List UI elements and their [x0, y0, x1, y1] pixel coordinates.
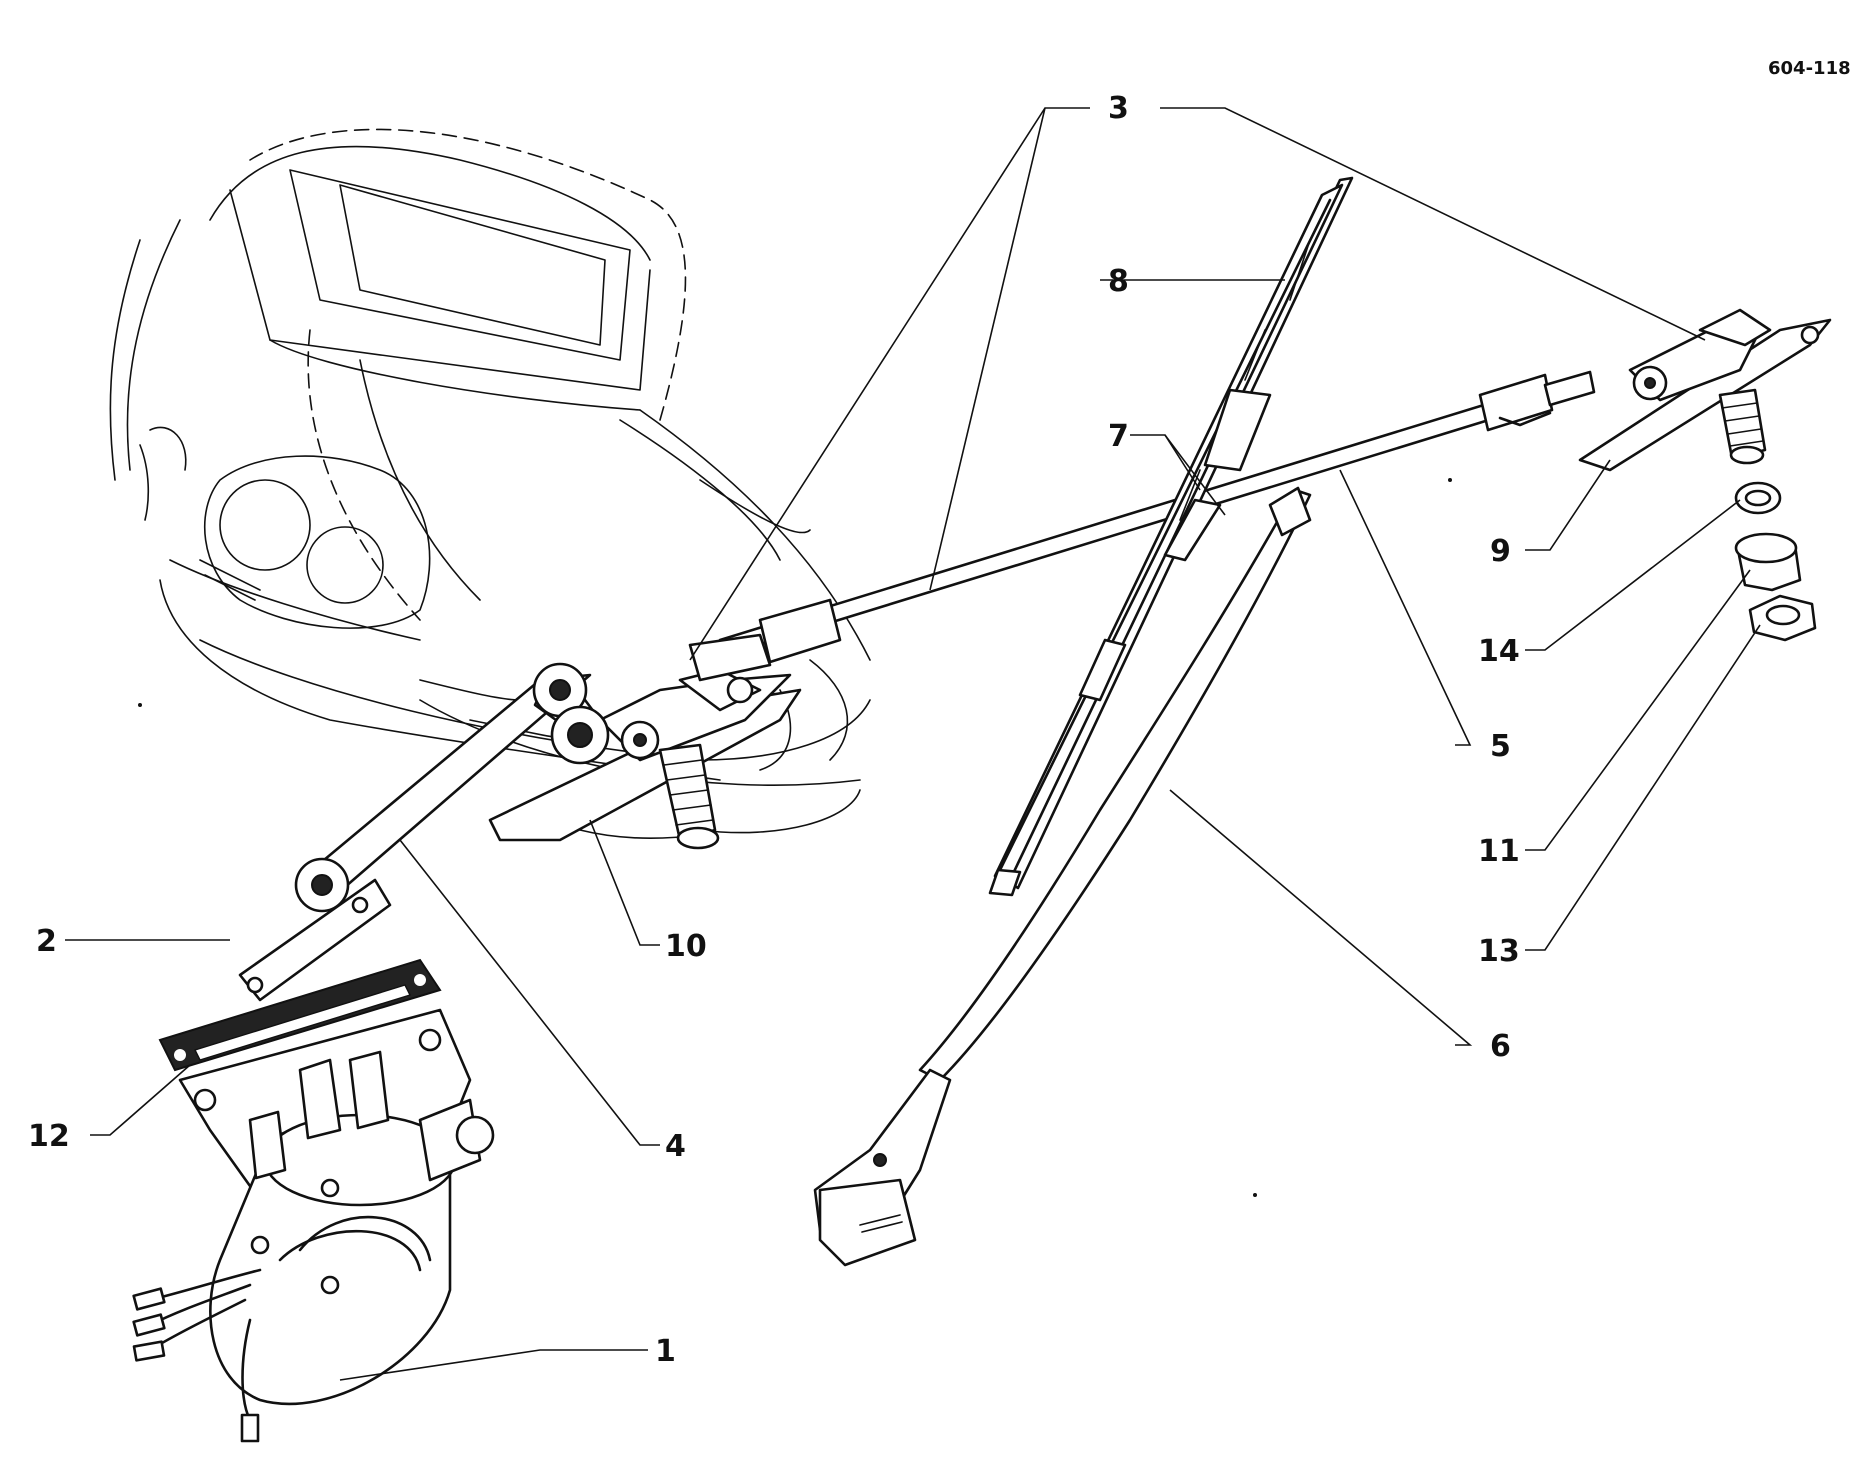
leader-lines — [65, 107, 1761, 1381]
nut-13 — [1748, 594, 1817, 642]
left-wheel-box — [488, 633, 802, 850]
print-speck — [1253, 1193, 1257, 1197]
callout-1: 1 — [655, 1334, 676, 1369]
callout-3: 3 — [1108, 91, 1129, 126]
bush-11 — [1734, 532, 1802, 592]
wiper-blade — [988, 176, 1354, 897]
wiper-arm — [813, 486, 1312, 1267]
gasket-12 — [158, 958, 442, 1072]
callout-8: 8 — [1108, 264, 1129, 299]
drawing-reference: 604-118 — [1768, 58, 1851, 79]
callout-4: 4 — [665, 1129, 686, 1164]
callout-5: 5 — [1490, 729, 1511, 764]
callout-9: 9 — [1490, 534, 1511, 569]
car-body-outline — [109, 128, 871, 840]
callout-6: 6 — [1490, 1029, 1511, 1064]
wiper-motor — [132, 1008, 495, 1443]
gasket-plate-2 — [238, 878, 392, 1002]
callout-2: 2 — [36, 924, 57, 959]
callout-14: 14 — [1478, 634, 1520, 669]
crank-link-arm — [294, 662, 610, 913]
washer-14 — [1734, 481, 1782, 515]
callout-11: 11 — [1478, 834, 1520, 869]
print-speck — [1448, 478, 1452, 482]
callout-13: 13 — [1478, 934, 1520, 969]
right-wheel-box — [1578, 308, 1832, 472]
linkage-rod — [718, 370, 1596, 664]
callout-7: 7 — [1108, 419, 1129, 454]
print-speck — [138, 703, 142, 707]
callout-12: 12 — [28, 1119, 70, 1154]
callout-10: 10 — [665, 929, 707, 964]
callout-labels: 3 8 7 9 14 5 11 13 6 2 10 12 4 1 — [28, 91, 1520, 1369]
